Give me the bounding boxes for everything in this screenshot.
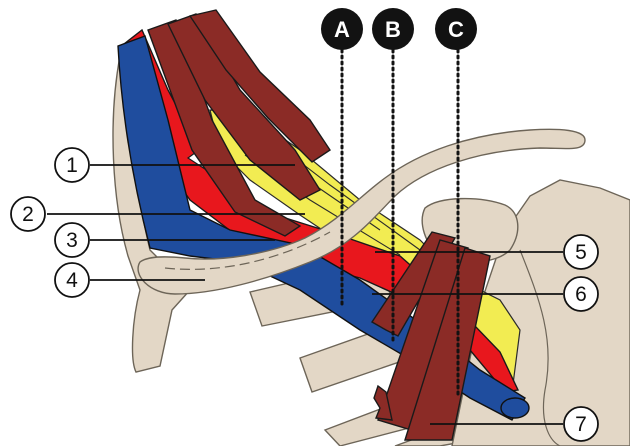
marker-a: A [321,8,363,50]
callout-2: 2 [11,197,45,231]
callout-5: 5 [564,235,598,269]
callout-3-label: 3 [66,229,78,252]
callout-3: 3 [55,223,89,257]
vein-cut-end [501,398,529,418]
callout-7: 7 [564,407,598,441]
marker-c: C [435,8,477,50]
callout-6-label: 6 [575,283,587,306]
callout-1: 1 [55,148,89,182]
callout-4: 4 [55,263,89,297]
callout-4-label: 4 [66,269,78,292]
marker-b-label: B [385,17,401,42]
callout-2-label: 2 [22,203,34,226]
marker-a-label: A [334,17,350,42]
callout-6: 6 [564,277,598,311]
callout-5-label: 5 [575,241,587,264]
marker-c-label: C [448,17,464,42]
marker-b: B [372,8,414,50]
callout-1-label: 1 [66,154,78,177]
callout-7-label: 7 [575,413,587,436]
